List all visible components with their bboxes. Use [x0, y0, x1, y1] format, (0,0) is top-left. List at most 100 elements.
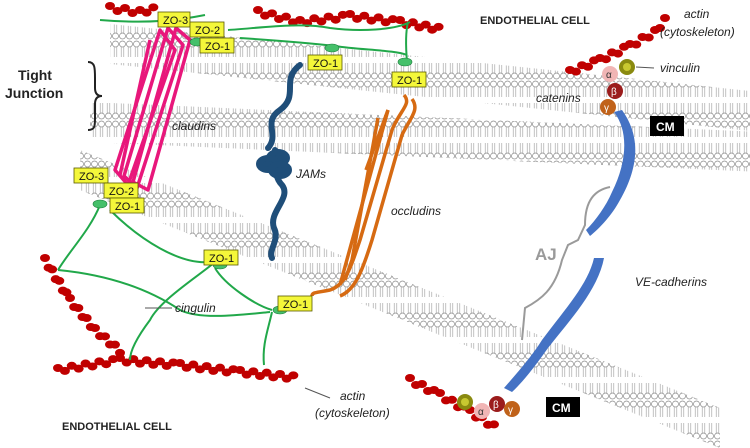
- actin-bead: [643, 33, 654, 42]
- aj-bracket: [521, 186, 611, 341]
- actin-top-line1: actin: [684, 7, 710, 21]
- svg-text:ZO-3: ZO-3: [79, 171, 104, 183]
- actin-bead: [631, 40, 642, 49]
- actin-bead: [601, 55, 611, 64]
- actin-bead: [420, 20, 431, 29]
- actin-bead: [253, 6, 263, 14]
- actin-bead: [141, 8, 152, 17]
- svg-text:γ: γ: [604, 103, 609, 114]
- zo1-top: ZO-1: [199, 37, 235, 54]
- svg-text:β: β: [493, 400, 499, 411]
- membrane-bilayers: [80, 24, 750, 448]
- actin-bead: [275, 370, 285, 378]
- catenins-label: catenins: [536, 91, 581, 105]
- zo-labels: ZO-3 ZO-2 ZO-1 ZO-1 ZO-1 ZO-3 ZO-2 ZO-1 …: [73, 11, 427, 312]
- svg-text:ZO-1: ZO-1: [205, 41, 230, 53]
- svg-text:ZO-1: ZO-1: [397, 75, 422, 87]
- claudins-label: claudins: [172, 119, 216, 133]
- gamma-catenin-bottom: [504, 401, 520, 417]
- zo1-occludin-bottom: ZO-1: [277, 295, 313, 312]
- alpha-catenin-bottom: [474, 403, 490, 419]
- top-membrane-lower: [90, 102, 750, 172]
- actin-bead: [267, 9, 277, 18]
- actin-bottom-pointer: [304, 387, 331, 399]
- linker-mid2: [57, 269, 271, 317]
- svg-text:ZO-1: ZO-1: [209, 253, 234, 265]
- actin-bead: [583, 62, 593, 71]
- actin-bead: [405, 374, 415, 382]
- actin-bead: [115, 354, 125, 362]
- linker-bottom: [262, 311, 273, 366]
- linker-cingulin2: [214, 267, 273, 311]
- actin-bead: [148, 3, 159, 12]
- jams-label: JAMs: [295, 167, 326, 181]
- actin-bead: [407, 18, 418, 27]
- actin-bead: [47, 265, 58, 274]
- svg-text:α: α: [606, 70, 612, 81]
- actin-bead: [395, 16, 405, 24]
- actin-bead: [120, 4, 130, 12]
- zo2-bottom: ZO-2: [103, 182, 139, 199]
- svg-text:ZO-1: ZO-1: [313, 58, 338, 70]
- actin-bead: [127, 9, 138, 17]
- actin-bead: [112, 7, 123, 15]
- zo1-occludin-top: ZO-1: [391, 71, 427, 88]
- actin-bead: [101, 360, 112, 369]
- actin-bead: [248, 367, 259, 376]
- actin-bead: [201, 362, 212, 371]
- actin-bead: [345, 10, 355, 18]
- ve-cadherins-protein: [504, 110, 636, 392]
- actin-bead: [73, 364, 84, 373]
- actin-bead: [655, 24, 665, 32]
- actin-bottom-line1: actin: [340, 389, 366, 403]
- svg-text:ZO-1: ZO-1: [115, 201, 140, 213]
- actin-bead: [281, 12, 291, 21]
- catenins-bottom: α β γ: [457, 394, 520, 419]
- occludins-protein: [310, 93, 417, 298]
- bottom-membrane-lower: [80, 150, 720, 448]
- zo3-top: ZO-3: [157, 11, 191, 28]
- zo2-top: ZO-2: [189, 21, 225, 38]
- vinculin-label: vinculin: [660, 61, 700, 75]
- actin-bead: [261, 368, 272, 377]
- linker-mid: [109, 209, 211, 264]
- actin-bead: [155, 357, 165, 366]
- actin-bead: [435, 389, 445, 397]
- actin-bead: [433, 22, 444, 31]
- zo1-bottom: ZO-1: [109, 197, 145, 214]
- catenins-top: α β γ: [600, 59, 635, 115]
- vinculin-pointer: [635, 66, 655, 69]
- actin-bead: [613, 49, 623, 58]
- cingulin-label: cingulin: [175, 301, 216, 315]
- svg-text:ZO-2: ZO-2: [195, 25, 220, 37]
- tight-junction-label-line1: Tight: [18, 67, 52, 83]
- beta-catenin-bottom: [489, 396, 505, 412]
- actin-bead: [175, 359, 185, 367]
- gamma-catenin-top: [600, 99, 616, 115]
- svg-text:ZO-2: ZO-2: [109, 186, 134, 198]
- bottom-cell-label: ENDOTHELIAL CELL: [62, 421, 172, 433]
- aj-label: AJ: [535, 245, 557, 264]
- top-cell-label: ENDOTHELIAL CELL: [480, 15, 590, 27]
- linker-left-down: [57, 204, 101, 271]
- actin-bead: [235, 366, 245, 374]
- actin-bead: [660, 14, 670, 22]
- actin-filaments: [40, 2, 670, 429]
- actin-bead: [373, 13, 384, 22]
- svg-text:γ: γ: [508, 405, 513, 416]
- actin-bead: [100, 332, 110, 341]
- zo1-jam-bottom: ZO-1: [203, 249, 239, 266]
- actin-bead: [81, 314, 92, 322]
- cm-label-top: CM: [650, 116, 684, 136]
- tight-junction-label-line2: Junction: [5, 85, 63, 101]
- cm-label-bottom: CM: [546, 397, 580, 417]
- tight-junction-brace: [87, 61, 103, 131]
- actin-bead: [417, 380, 427, 388]
- occludins-label: occludins: [391, 204, 441, 218]
- actin-bead: [288, 371, 299, 380]
- linker-cingulin: [129, 261, 216, 361]
- actin-bead: [489, 420, 499, 429]
- actin-bead: [59, 366, 70, 375]
- actin-bead: [141, 356, 152, 365]
